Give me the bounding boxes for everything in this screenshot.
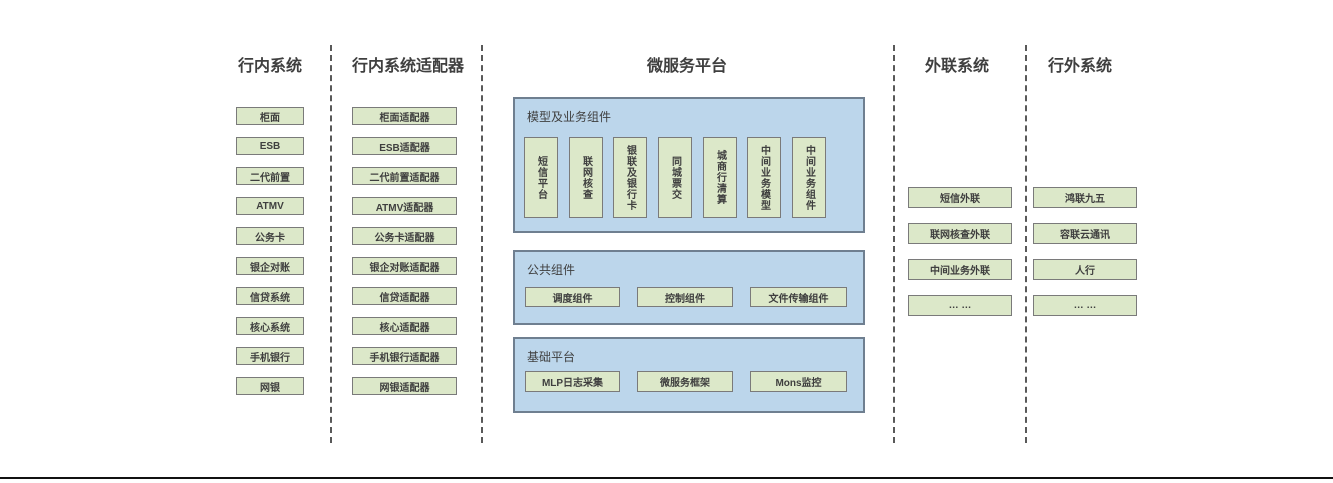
adapter-box: 网银适配器 [352,377,457,395]
lane-header-platform: 微服务平台 [646,58,728,75]
model-component-box: 联网核查 [569,137,603,218]
common-component-box: 控制组件 [637,287,733,307]
lane-header-outreach: 外联系统 [924,58,990,75]
lane-header-internal: 行内系统 [237,58,303,75]
adapter-box: 银企对账适配器 [352,257,457,275]
base-platform-box: 微服务框架 [637,371,733,392]
outreach-box: 联网核查外联 [908,223,1012,244]
lane-separator [330,45,332,443]
model-component-box: 中间业务组件 [792,137,826,218]
external-box: 人行 [1033,259,1137,280]
outreach-box: 中间业务外联 [908,259,1012,280]
lane-separator [1025,45,1027,443]
panel-label: 基础平台 [527,350,576,364]
adapter-box: 柜面适配器 [352,107,457,125]
common-component-box: 文件传输组件 [750,287,847,307]
model-component-box: 城商行清算 [703,137,737,218]
adapter-box: ESB适配器 [352,137,457,155]
internal-system-box: 银企对账 [236,257,304,275]
adapter-box: 公务卡适配器 [352,227,457,245]
panel-label: 模型及业务组件 [527,110,612,124]
base-platform-box: MLP日志采集 [525,371,620,392]
internal-system-box: 手机银行 [236,347,304,365]
outreach-box: … … [908,295,1012,316]
common-component-box: 调度组件 [525,287,620,307]
base-platform-box: Mons监控 [750,371,847,392]
adapter-box: ATMV适配器 [352,197,457,215]
internal-system-box: 柜面 [236,107,304,125]
internal-system-box: ATMV [236,197,304,215]
internal-system-box: 信贷系统 [236,287,304,305]
lane-header-external: 行外系统 [1047,58,1113,75]
outreach-box: 短信外联 [908,187,1012,208]
adapter-box: 信贷适配器 [352,287,457,305]
lane-separator [893,45,895,443]
model-component-box: 短信平台 [524,137,558,218]
external-box: … … [1033,295,1137,316]
adapter-box: 二代前置适配器 [352,167,457,185]
lane-header-adapter: 行内系统适配器 [351,58,465,75]
adapter-box: 核心适配器 [352,317,457,335]
external-box: 容联云通讯 [1033,223,1137,244]
panel-label: 公共组件 [527,263,576,277]
external-box: 鸿联九五 [1033,187,1137,208]
internal-system-box: 网银 [236,377,304,395]
lane-separator [481,45,483,443]
adapter-box: 手机银行适配器 [352,347,457,365]
bottom-rule [0,477,1333,479]
model-component-box: 中间业务模型 [747,137,781,218]
model-component-box: 银联及银行卡 [613,137,647,218]
internal-system-box: 公务卡 [236,227,304,245]
internal-system-box: ESB [236,137,304,155]
model-component-box: 同城票交 [658,137,692,218]
internal-system-box: 二代前置 [236,167,304,185]
internal-system-box: 核心系统 [236,317,304,335]
